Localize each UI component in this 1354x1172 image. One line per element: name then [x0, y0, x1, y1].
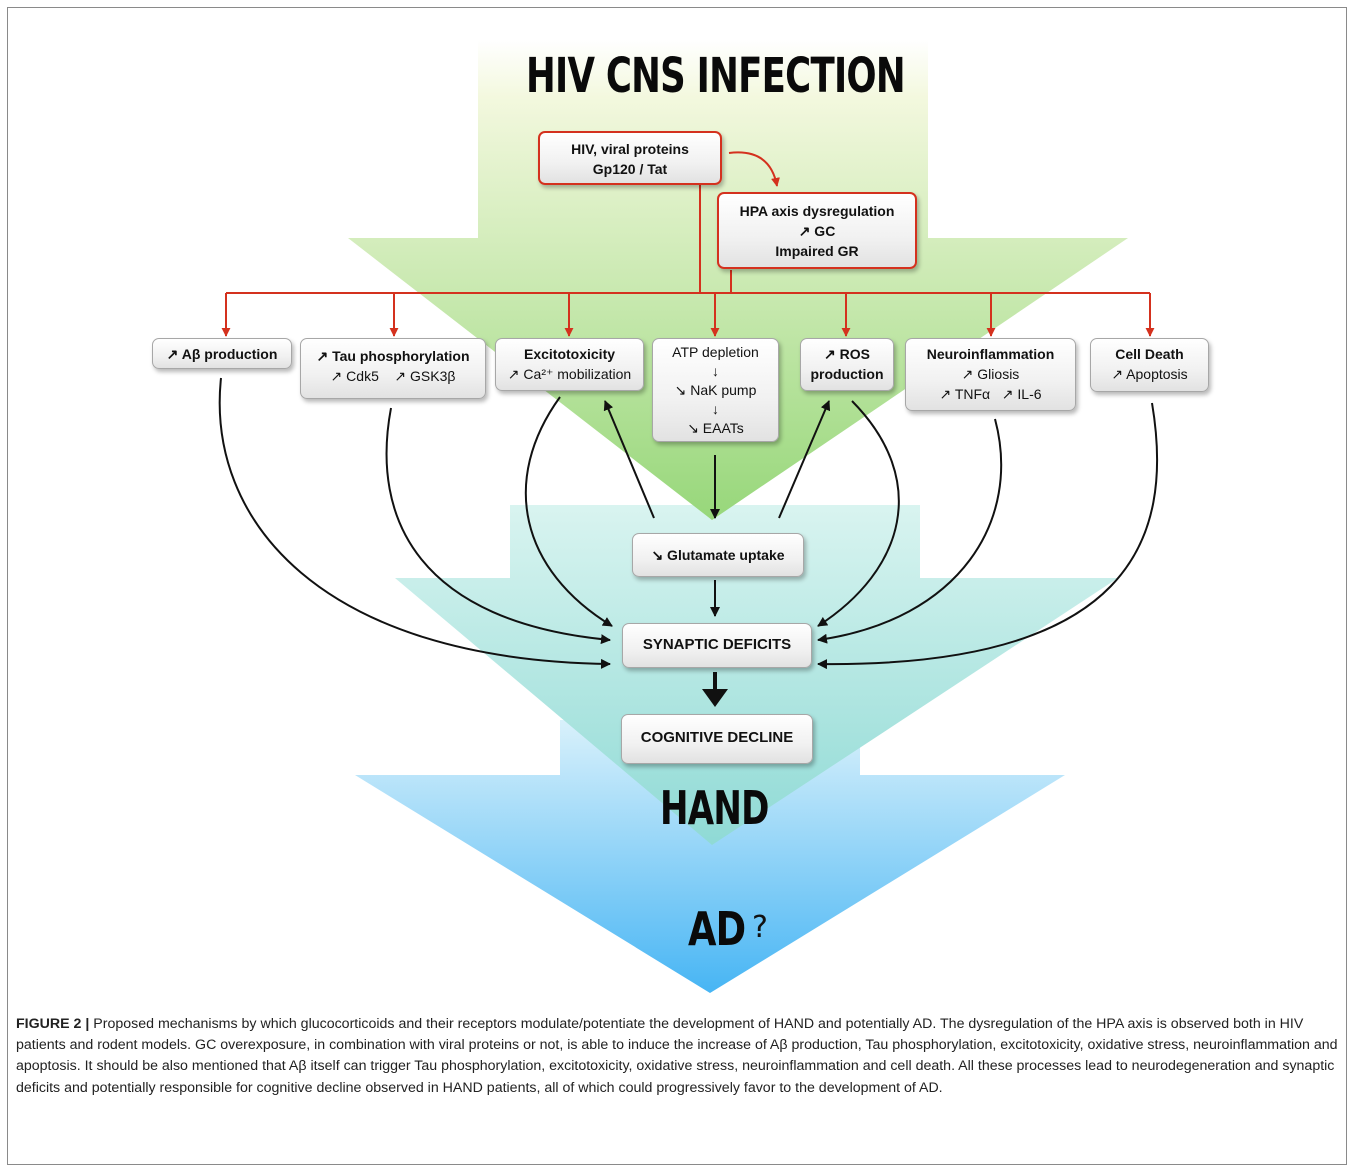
- figure-caption: FIGURE 2 | Proposed mechanisms by which …: [16, 1014, 1341, 1099]
- excito-box-title: Excitotoxicity: [523, 346, 616, 362]
- cell-death-box-title: Cell Death: [1115, 346, 1184, 362]
- hiv-viral-proteins-box: HIV, viral proteins Gp120 / Tat: [538, 131, 722, 185]
- ad-label: AD: [688, 902, 746, 956]
- atp-line3: ↘ EAATs: [687, 420, 744, 436]
- ros-box-line1: ↗ ROS: [824, 346, 870, 362]
- atp-arrow1: ↓: [712, 363, 719, 379]
- tau-box-sub: ↗ Cdk5 ↗ GSK3β: [330, 368, 456, 384]
- atp-line2: ↘ NaK pump: [674, 382, 757, 398]
- hiv-box-line1: HIV, viral proteins: [571, 141, 689, 157]
- hpa-box-line2: ↗ GC: [798, 223, 836, 239]
- cell-death-box: Cell Death ↗ Apoptosis: [1090, 338, 1209, 392]
- blue-arrow-shape: [355, 720, 1065, 993]
- neuroinflammation-box: Neuroinflammation ↗ Gliosis ↗ TNFα ↗ IL-…: [905, 338, 1076, 411]
- synaptic-box-label: SYNAPTIC DEFICITS: [642, 636, 792, 653]
- glutamate-box-label: ↘ Glutamate uptake: [651, 547, 785, 563]
- caption-text: Proposed mechanisms by which glucocortic…: [16, 1016, 1338, 1096]
- figure-frame: [7, 7, 1347, 1165]
- hand-label: HAND: [660, 781, 769, 835]
- atp-arrow2: ↓: [712, 401, 719, 417]
- hiv-box-line2: Gp120 / Tat: [592, 161, 668, 177]
- cognitive-box-label: COGNITIVE DECLINE: [640, 729, 794, 746]
- glutamate-uptake-box: ↘ Glutamate uptake: [632, 533, 804, 577]
- cognitive-decline-box: COGNITIVE DECLINE: [621, 714, 813, 764]
- hpa-axis-box: HPA axis dysregulation ↗ GC Impaired GR: [717, 192, 917, 269]
- tau-box-title: ↗ Tau phosphorylation: [316, 348, 470, 364]
- hpa-box-line3: Impaired GR: [775, 243, 859, 259]
- hpa-box-line1: HPA axis dysregulation: [739, 203, 895, 219]
- atp-depletion-box: ATP depletion ↓ ↘ NaK pump ↓ ↘ EAATs: [652, 338, 779, 442]
- ad-question-mark: ?: [752, 910, 768, 945]
- tau-phosphorylation-box: ↗ Tau phosphorylation ↗ Cdk5 ↗ GSK3β: [300, 338, 486, 399]
- caption-label: FIGURE 2 |: [16, 1016, 90, 1032]
- green-arrow-shape: [348, 40, 1128, 520]
- ros-box-line2: production: [810, 366, 884, 382]
- ros-production-box: ↗ ROS production: [800, 338, 894, 391]
- excito-box-sub: ↗ Ca²⁺ mobilization: [507, 366, 632, 382]
- neuroinflammation-box-line2: ↗ Gliosis: [961, 366, 1020, 382]
- cyan-arrow-shape: [395, 505, 1118, 845]
- neuroinflammation-box-title: Neuroinflammation: [926, 346, 1055, 362]
- diagram-title: HIV CNS INFECTION: [526, 48, 906, 104]
- thick-arrow-head: [702, 689, 728, 707]
- excitotoxicity-box: Excitotoxicity ↗ Ca²⁺ mobilization: [495, 338, 644, 391]
- abeta-production-box: ↗ Aβ production: [152, 338, 292, 369]
- atp-line1: ATP depletion: [672, 344, 759, 360]
- synaptic-deficits-box: SYNAPTIC DEFICITS: [622, 623, 812, 668]
- cell-death-box-sub: ↗ Apoptosis: [1111, 366, 1188, 382]
- neuroinflammation-box-line3: ↗ TNFα ↗ IL-6: [939, 386, 1042, 402]
- abeta-box-title: ↗ Aβ production: [166, 346, 278, 362]
